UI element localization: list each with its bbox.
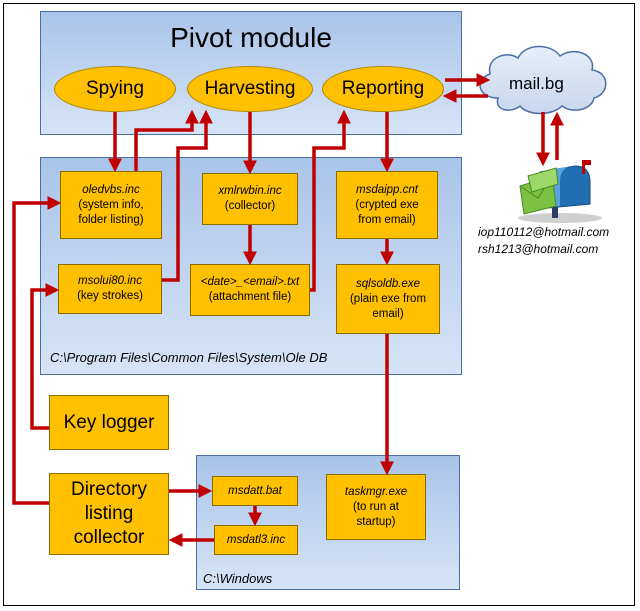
oledvbs-desc-1: (system info, [78,198,144,211]
taskmgr-desc-2: startup) [356,515,396,528]
pivot-module-title: Pivot module [170,22,332,53]
arrow-msolui80-to-harvesting [162,109,213,282]
msdatt-filename: msdatt.bat [228,484,282,497]
directory-listing-collector-box: Directory listing collector [49,473,169,555]
taskmgr-filename: taskmgr.exe [344,485,408,498]
dir-collector-line-2: listing [84,503,134,524]
diagram-frame [3,3,635,606]
email-address-1: iop110112@hotmail.com [478,225,610,239]
email-address-2: rsh1213@hotmail.com [478,242,599,256]
taskmgr-box: taskmgr.exe (to run at startup) [326,474,426,540]
oledvbs-desc-2: folder listing) [78,213,144,226]
msdaipp-filename: msdaipp.cnt [355,183,418,196]
key-logger-box: Key logger [49,395,169,450]
dir-collector-line-3: collector [73,527,145,548]
msdaipp-desc-1: (crypted exe [355,198,419,211]
oledvbs-box: oledvbs.inc (system info, folder listing… [60,171,162,239]
arrow-keylogger-to-msolui80 [30,283,60,430]
msdatl3-box: msdatl3.inc [214,525,298,555]
dir-collector-line-1: Directory [70,479,147,500]
mail-bg-label: mail.bg [509,74,564,93]
msdatl3-filename: msdatl3.inc [226,533,286,546]
msolui80-box: msolui80.inc (key strokes) [58,264,162,314]
sqlsoldb-desc-1: (plain exe from [349,292,427,305]
oledvbs-filename: oledvbs.inc [82,183,140,196]
xmlrwbin-filename: xmlrwbin.inc [218,185,282,197]
msdaipp-box: msdaipp.cnt (crypted exe from email) [336,171,438,239]
arrow-datemail-to-reporting [310,109,351,292]
msdaipp-desc-2: from email) [358,213,416,226]
msdatt-box: msdatt.bat [212,476,298,506]
oledb-folder-path: C:\Program Files\Common Files\System\Ole… [50,350,328,365]
arrow-dircollector-to-oledvbs [12,196,62,505]
mailbox-icon [518,160,602,223]
sqlsoldb-filename: sqlsoldb.exe [356,277,420,290]
harvesting-oval: Harvesting [187,66,313,112]
arrow-oledvbs-to-harvesting [134,109,199,171]
windows-folder-path: C:\Windows [203,571,273,586]
xmlrwbin-desc-1: (collector) [224,200,276,212]
sqlsoldb-box: sqlsoldb.exe (plain exe from email) [336,264,440,334]
msolui80-filename: msolui80.inc [78,275,142,287]
sqlsoldb-desc-2: email) [372,307,404,320]
date-email-txt-box: <date>_<email>.txt (attachment file) [190,264,310,316]
spying-oval: Spying [54,66,176,112]
taskmgr-desc-1: (to run at [352,500,400,513]
date-email-txt-desc-1: (attachment file) [208,291,292,303]
date-email-txt-filename: <date>_<email>.txt [200,276,300,288]
xmlrwbin-box: xmlrwbin.inc (collector) [202,173,298,225]
reporting-oval: Reporting [322,66,444,112]
cloud-icon [479,45,607,115]
msolui80-desc-1: (key strokes) [77,290,143,302]
